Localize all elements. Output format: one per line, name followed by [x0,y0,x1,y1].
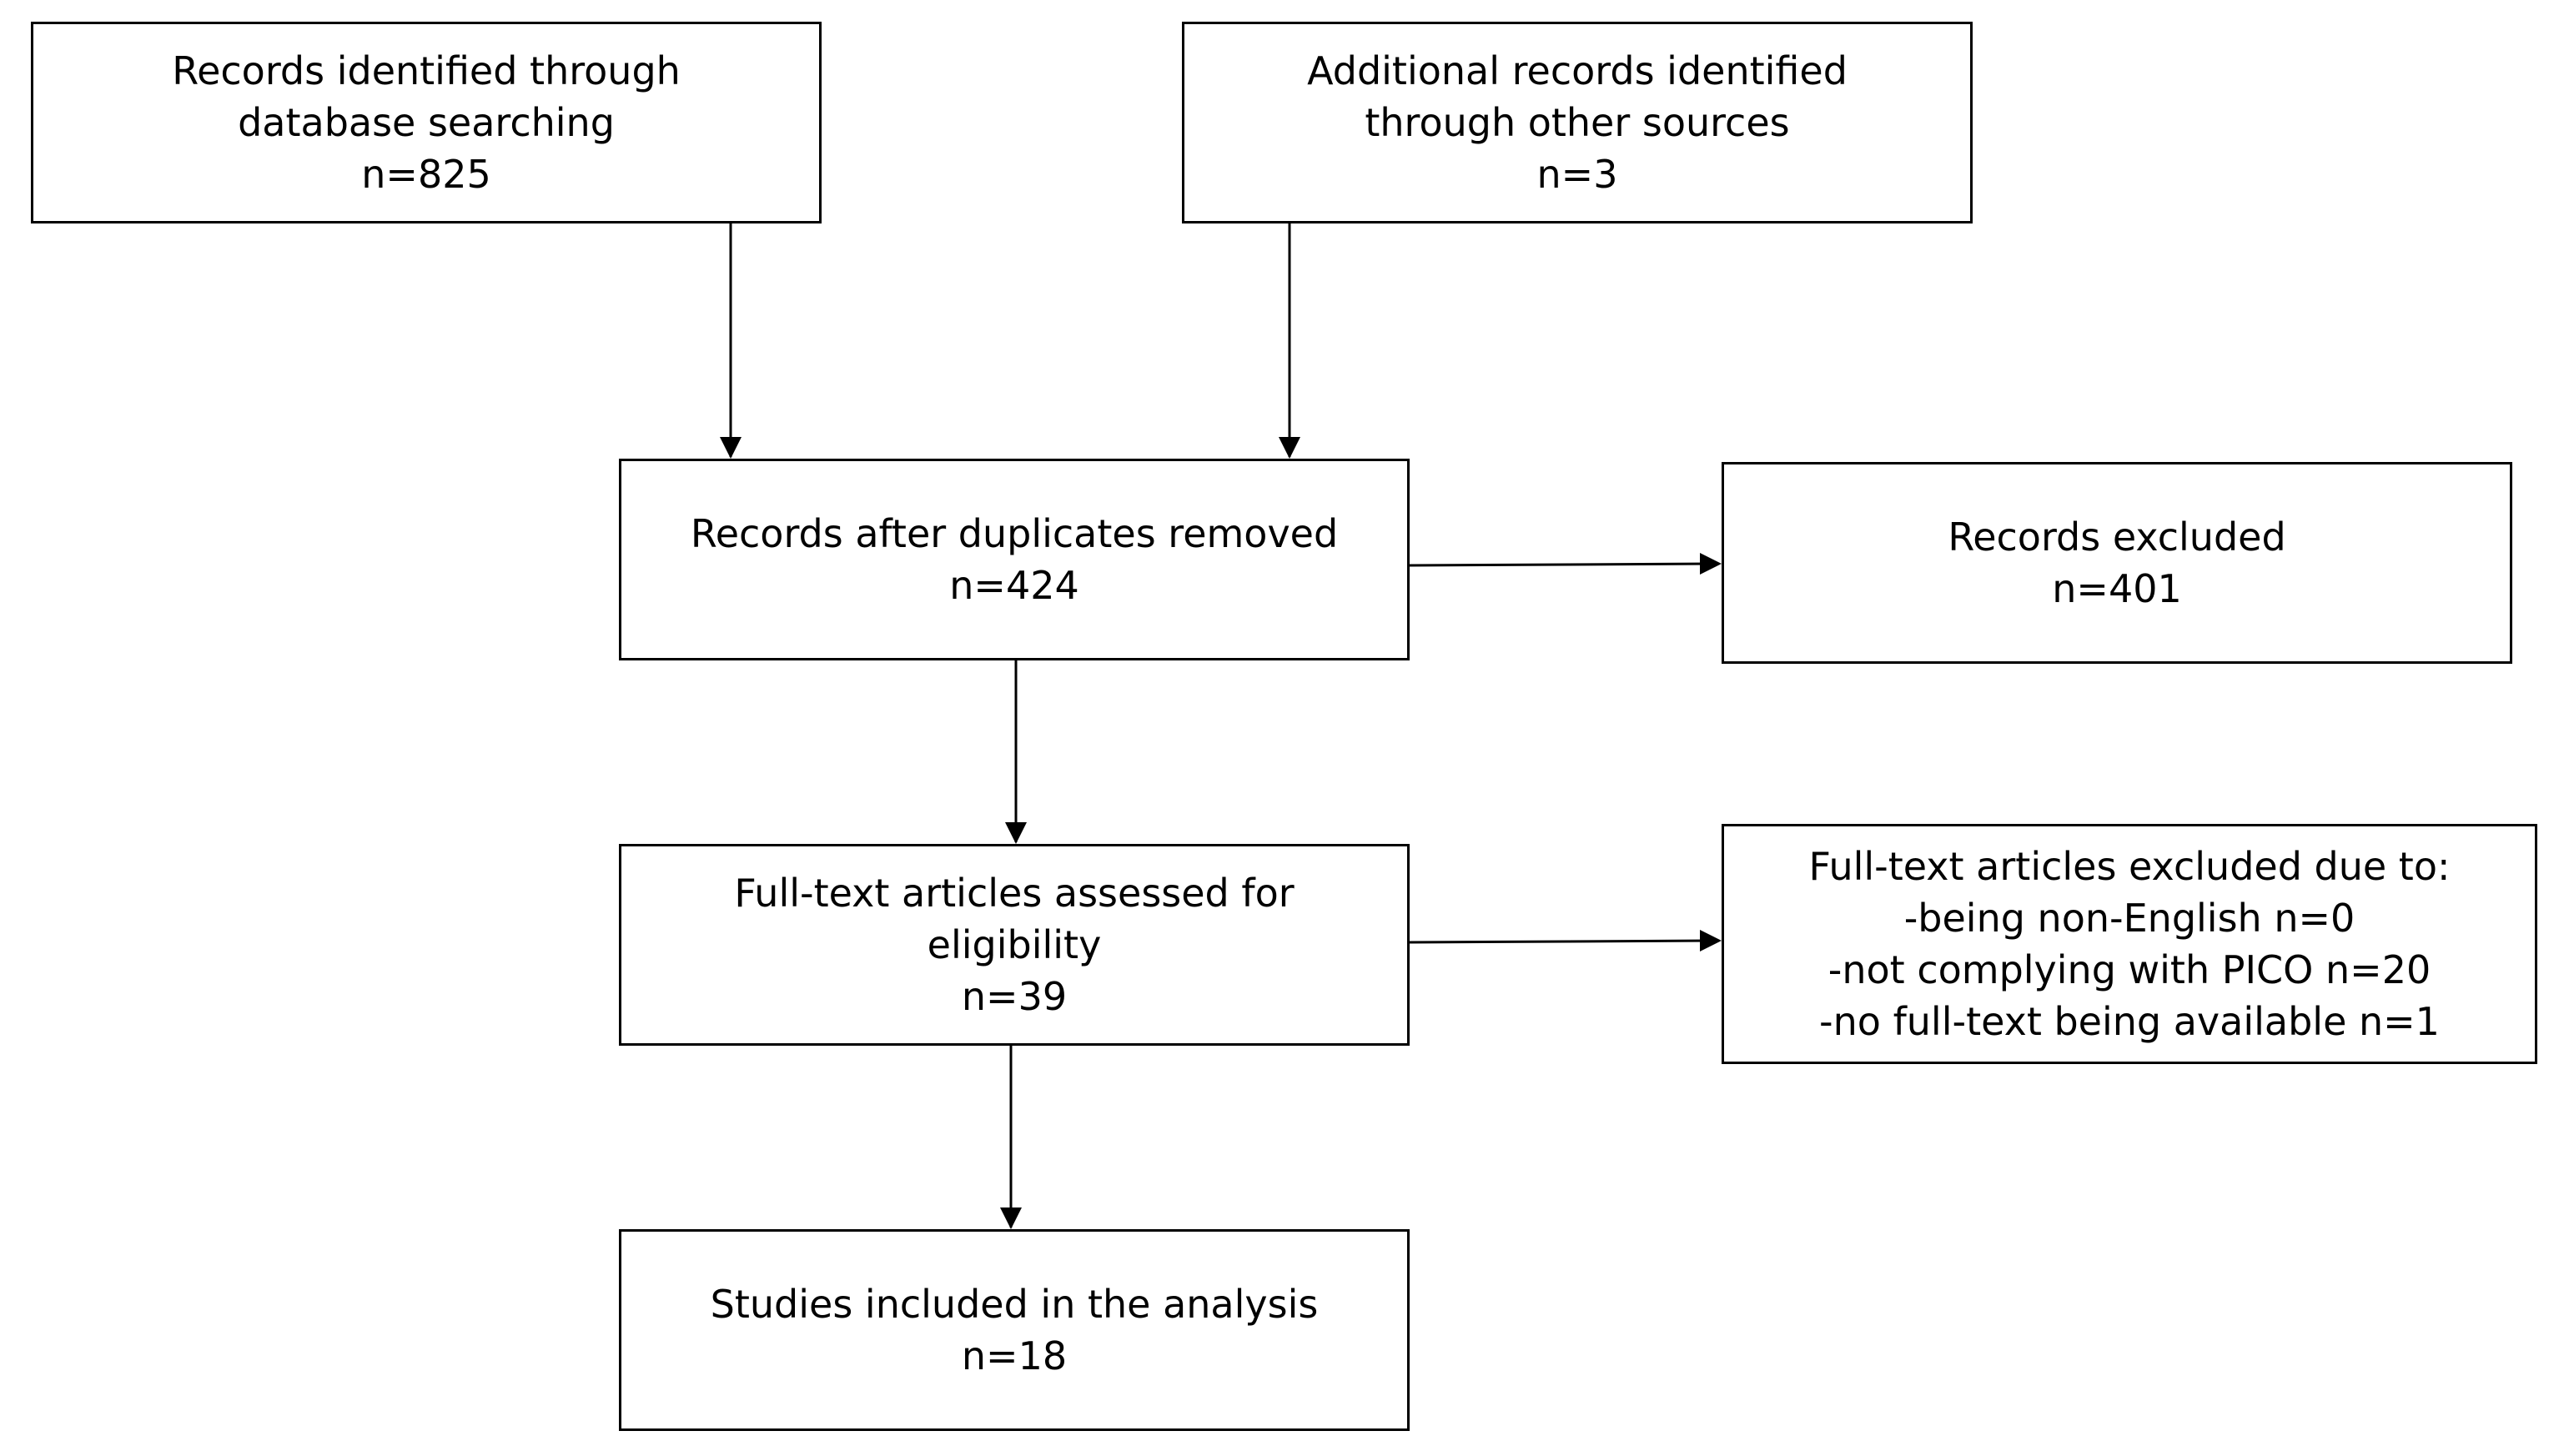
box-text-line: Full-text articles assessed for [734,871,1295,916]
arrow-fulltext-to-excluded [1409,939,1719,944]
box-text-line: through other sources [1365,100,1790,145]
arrowhead-database-to-dedup [720,437,742,459]
box-text-line: eligibility [927,922,1102,967]
box-text-line: Studies included in the analysis [710,1282,1319,1327]
box-text-line: Records excluded [1948,515,2286,560]
records-identified-other-sources-box: Additional records identified through ot… [1182,22,1973,223]
studies-included-box: Studies included in the analysis n=18 [619,1229,1410,1431]
box-count: n=401 [2052,566,2182,611]
full-text-assessed-box: Full-text articles assessed for eligibil… [619,844,1410,1046]
arrowhead-fulltext-to-included [1000,1207,1022,1229]
full-text-excluded-box: Full-text articles excluded due to: -bei… [1722,824,2537,1064]
box-text-line: database searching [238,100,615,145]
box-text-line: Full-text articles excluded due to: [1808,844,2451,889]
arrowhead-dedup-to-excluded [1700,553,1722,575]
box-count: n=825 [361,152,491,197]
arrowhead-other-to-dedup [1279,437,1300,459]
box-text-line: Records identified through [172,48,681,93]
arrowhead-fulltext-to-excluded [1700,930,1722,951]
box-count: n=424 [949,563,1079,608]
records-excluded-box: Records excluded n=401 [1722,462,2512,664]
box-count: n=18 [961,1333,1068,1378]
arrow-dedup-to-excluded [1409,562,1719,567]
records-identified-database-box: Records identified through database sear… [31,22,822,223]
box-text-line: Records after duplicates removed [690,511,1339,556]
arrowhead-dedup-to-fulltext [1005,822,1027,844]
exclusion-reason: -not complying with PICO n=20 [1828,947,2431,992]
records-after-duplicates-removed-box: Records after duplicates removed n=424 [619,459,1410,660]
exclusion-reason: -being non-English n=0 [1903,896,2355,941]
exclusion-reason: -no full-text being available n=1 [1819,999,2440,1044]
box-count: n=3 [1536,152,1618,197]
box-count: n=39 [961,974,1068,1019]
box-text-line: Additional records identified [1307,48,1848,93]
